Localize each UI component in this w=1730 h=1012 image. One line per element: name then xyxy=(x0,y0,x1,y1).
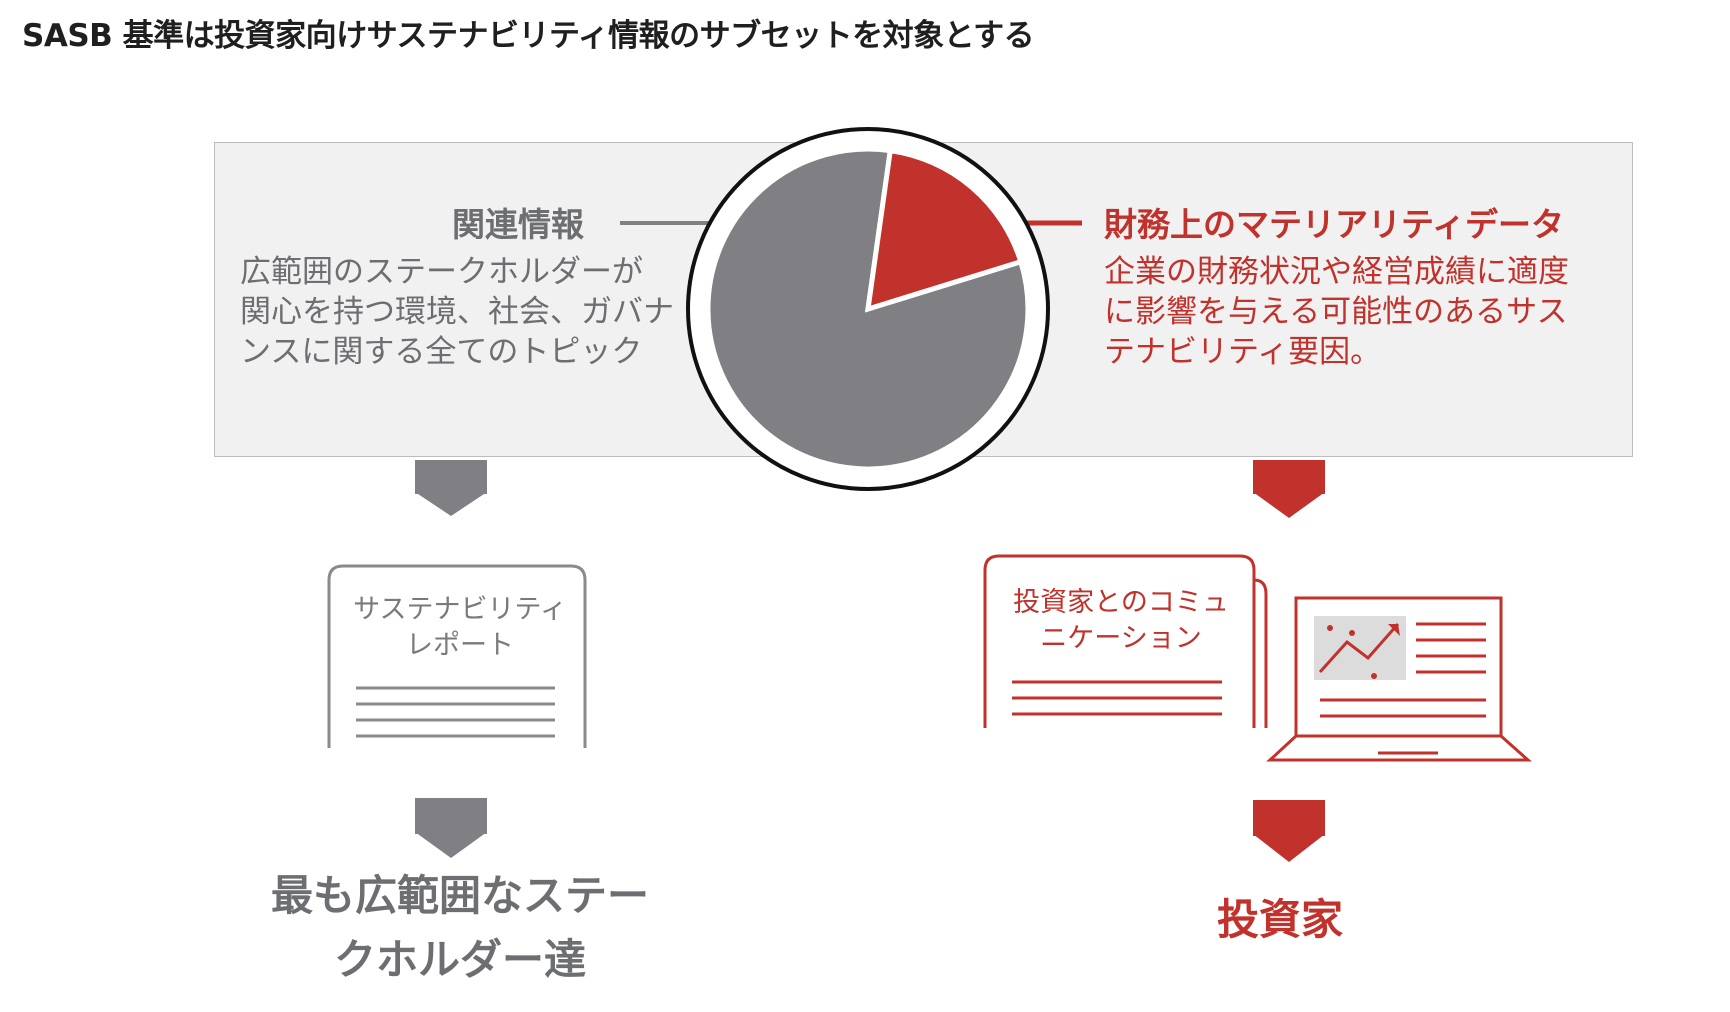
investor-communication-document-icon xyxy=(983,554,1268,728)
report-label-line: レポート xyxy=(406,630,514,661)
report-label-line: サステナビリティ xyxy=(353,594,567,625)
related-info-heading: 関連情報 xyxy=(452,205,584,244)
right-bottom-down-arrow-icon xyxy=(1253,800,1325,862)
investor-communication-label: 投資家とのコミュ ニケーション xyxy=(996,585,1246,657)
communication-label-line: 投資家とのコミュ xyxy=(1013,587,1229,618)
communication-label-line: ニケーション xyxy=(1040,623,1202,654)
related-info-desc-line: 広範囲のステークホルダーが xyxy=(240,254,643,290)
left-bottom-down-arrow-icon xyxy=(415,798,487,858)
sustainability-report-document-icon xyxy=(327,564,587,748)
broad-stakeholders-label: 最も広範囲なステー クホルダー達 xyxy=(150,864,770,992)
financial-materiality-desc-line: テナビリティ要因。 xyxy=(1104,334,1382,370)
laptop-chart-icon xyxy=(1266,596,1532,762)
financial-materiality-heading: 財務上のマテリアリティデータ xyxy=(1104,205,1565,244)
left-down-arrow-icon xyxy=(415,460,487,516)
page-title: SASB 基準は投資家向けサステナビリティ情報のサブセットを対象とする xyxy=(22,18,1035,54)
sustainability-report-label: サステナビリティ レポート xyxy=(330,592,590,664)
related-info-desc-line: ンスに関する全てのトピック xyxy=(240,334,643,370)
related-info-description: 広範囲のステークホルダーが 関心を持つ環境、社会、ガバナ ンスに関する全てのトピ… xyxy=(240,252,674,372)
right-down-arrow-icon xyxy=(1253,460,1325,518)
financial-materiality-description: 企業の財務状況や経営成績に適度 に影響を与える可能性のあるサス テナビリティ要因… xyxy=(1104,252,1569,372)
investors-label: 投資家 xyxy=(1216,895,1343,944)
stakeholders-label-line: クホルダー達 xyxy=(333,935,586,984)
pie-slice-financial-materiality xyxy=(864,147,1024,313)
financial-materiality-desc-line: に影響を与える可能性のあるサス xyxy=(1104,294,1568,330)
financial-materiality-desc-line: 企業の財務状況や経営成績に適度 xyxy=(1104,254,1569,290)
stakeholders-label-line: 最も広範囲なステー xyxy=(270,871,649,920)
related-info-desc-line: 関心を持つ環境、社会、ガバナ xyxy=(240,294,674,330)
pie-chart xyxy=(686,127,1050,491)
